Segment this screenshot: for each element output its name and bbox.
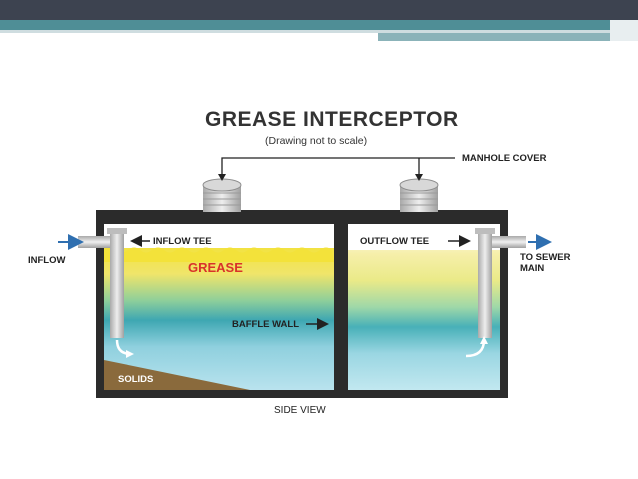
slide-header-band [0,0,638,20]
label-manhole-cover: MANHOLE COVER [462,153,547,164]
solids-layer [104,360,250,390]
label-grease: GREASE [188,260,243,275]
manhole-right [399,178,439,212]
manhole-cover-leader [221,157,455,176]
baffle-wall [334,224,348,390]
slide-corner-tab [610,20,638,41]
diagram-subtitle: (Drawing not to scale) [265,135,368,147]
label-solids: SOLIDS [118,374,154,385]
grease-layer [104,247,334,262]
label-side-view: SIDE VIEW [274,405,326,416]
slide-accent-mark [378,33,610,41]
label-outflow-tee: OUTFLOW TEE [360,236,430,247]
label-inflow: INFLOW [28,255,66,266]
inflow-pipe [78,228,127,338]
label-baffle-wall: BAFFLE WALL [232,319,300,330]
right-chamber [348,224,500,390]
label-to-sewer-main: TO SEWER MAIN [520,252,571,274]
manhole-left [202,178,242,212]
outflow-pipe [475,228,526,338]
slide-accent-line [0,30,638,33]
label-inflow-tee: INFLOW TEE [153,236,212,247]
diagram-title: GREASE INTERCEPTOR [205,108,459,131]
slide-accent-band [0,20,610,30]
